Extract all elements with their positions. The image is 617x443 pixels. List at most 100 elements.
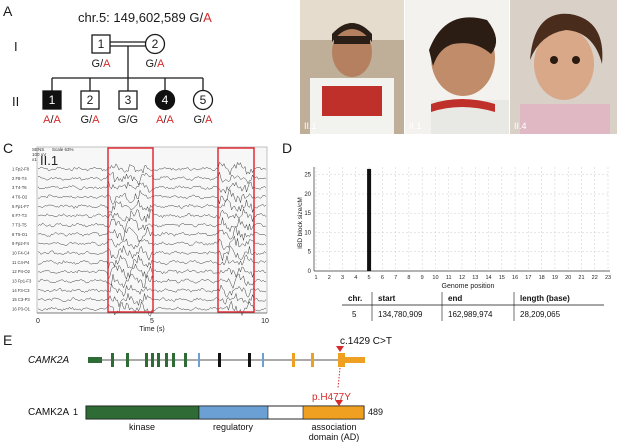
photo-label-3: II.4	[514, 121, 527, 131]
pedigree-I1-id: 1	[98, 37, 105, 51]
ibd-x-tick-label: 22	[592, 275, 598, 281]
pedigree-I2-id: 2	[152, 37, 159, 51]
exon-7	[172, 353, 175, 367]
eeg-channel-trace	[37, 217, 267, 233]
eeg-channel-trace	[37, 263, 267, 281]
ibd-xlabel: Genome position	[442, 283, 495, 290]
eeg-channel-trace	[37, 273, 267, 289]
ibd-table-cell-chr: 5	[352, 310, 357, 319]
ibd-x-tick-label: 11	[446, 275, 452, 281]
eeg-channel-label: 11 C4-P4	[12, 260, 30, 265]
ibd-x-tick-label: 2	[328, 275, 331, 281]
variant-ref: G	[189, 10, 200, 25]
ibd-x-tick-label: 12	[459, 275, 465, 281]
exon-4	[151, 353, 154, 367]
ibd-x-tick-label: 6	[381, 275, 384, 281]
eeg-xlabel: Time (s)	[139, 326, 164, 333]
eeg-channel-trace	[38, 283, 267, 298]
ibd-x-tick-label: 15	[499, 275, 505, 281]
ibd-x-tick-label: 1	[314, 275, 317, 281]
genotype-I2: G/A	[146, 58, 166, 70]
ibd-y-tick-label: 5	[308, 250, 312, 256]
eeg-channel-label: 15 C3-P3	[12, 297, 30, 302]
eeg-channel-label: 4 T6-O2	[12, 195, 28, 200]
photo-label-1: II.1	[304, 121, 317, 131]
domain-regulatory	[198, 405, 269, 420]
eeg-highlight-box-2	[217, 147, 255, 313]
eeg-channel-label: 16 P3-O1	[12, 307, 31, 312]
ibd-x-tick-label: 23	[605, 275, 611, 281]
genotype-II5: G/A	[194, 114, 214, 126]
patient-photo-3: II.4	[510, 0, 617, 134]
eeg-channel-trace	[37, 161, 267, 176]
ibd-x-tick-label: 21	[578, 275, 584, 281]
eeg-tick-10: 10	[261, 318, 269, 325]
protein-start-pos: 1	[73, 407, 78, 417]
gene-utr-5prime	[88, 357, 102, 363]
eeg-patient-label: II.1	[40, 153, 58, 168]
eeg-channel-label: 6 F7-T3	[12, 213, 27, 218]
exon-13	[292, 353, 295, 367]
ibd-x-tick-label: 7	[394, 275, 397, 281]
ibd-x-tick-label: 4	[354, 275, 357, 281]
variant-position: chr.5: 149,602,589	[78, 10, 186, 25]
pedigree-II5-circle	[192, 89, 214, 111]
ibd-bar-chr5	[367, 168, 372, 271]
ibd-x-tick-label: 14	[485, 275, 491, 281]
eeg-channel-trace	[37, 292, 267, 308]
domain-label-kinase: kinase	[129, 422, 155, 432]
eeg-channel-trace	[37, 171, 267, 186]
pedigree-chart: 1 2 1 2 3 4 5 G/A G/A A/A G/A G/G A/A G/…	[42, 33, 214, 126]
eeg-channel-label: 5 Fp1-F7	[12, 204, 30, 209]
pedigree-II4-circle	[154, 89, 176, 111]
protein-name: CAMK2A	[28, 407, 69, 418]
ibd-x-tick-label: 3	[341, 275, 344, 281]
ibd-x-tick-label: 5	[368, 275, 371, 281]
gene-utr-3prime	[345, 357, 365, 363]
eeg-channel-trace	[37, 254, 267, 269]
eeg-channel-label: 14 F3-C3	[12, 288, 30, 293]
exon-8	[184, 353, 187, 367]
gene-diagram: CAMK2A c.1429 C>T p.H477Y CAMK2A 1 489 k…	[28, 336, 392, 442]
eeg-channel-label: 12 P4-O2	[12, 269, 31, 274]
eeg-channel-trace	[37, 235, 267, 251]
ibd-x-tick-label: 19	[552, 275, 558, 281]
eeg-x1-label: x1	[32, 157, 37, 162]
exon-3	[145, 353, 148, 367]
cdna-change-label: c.1429 C>T	[340, 336, 392, 347]
ibd-x-tick-label: 10	[432, 275, 438, 281]
variant-alt: A	[203, 10, 212, 25]
eeg-channel-trace	[37, 244, 267, 261]
protein-mutation-marker	[335, 400, 343, 406]
pedigree-II2-id: 2	[87, 93, 94, 107]
gene-mutation-marker	[336, 346, 344, 352]
ibd-table-cell-end: 162,989,974	[448, 310, 493, 319]
ibd-table-header-chr: chr.	[348, 294, 362, 303]
genotype-II4: A/A	[156, 114, 174, 126]
ibd-y-tick-label: 25	[304, 173, 311, 179]
ibd-x-tick-label: 13	[472, 275, 478, 281]
protein-end-pos: 489	[368, 407, 383, 417]
generation-label-2: II	[12, 94, 20, 109]
ibd-y-tick-label: 15	[304, 211, 311, 217]
panel-letter-c: C	[3, 140, 14, 156]
ibd-y-tick-label: 20	[304, 192, 311, 198]
pedigree-II3-square	[118, 90, 138, 110]
photo-1-illustration	[300, 0, 404, 134]
eeg-tick-5: 5	[150, 318, 154, 325]
eeg-trace: SENS 100 uV x1 Scale 63% II.1 1 Fp2-F82 …	[12, 146, 269, 333]
eeg-channel-label: 7 T3-T5	[12, 223, 27, 228]
ibd-x-tick-label: 8	[407, 275, 410, 281]
exon-12	[262, 353, 264, 367]
exon-1	[111, 353, 114, 367]
ibd-x-tick-label: 16	[512, 275, 518, 281]
eeg-channel-label: 1 Fp2-F8	[12, 167, 30, 172]
pedigree-II2-square	[80, 90, 100, 110]
genotype-II3: G/G	[118, 114, 138, 126]
photo-2-illustration	[405, 0, 509, 134]
eeg-channel-trace	[37, 198, 267, 214]
panel-letter-d: D	[282, 140, 293, 156]
ibd-x-tick-label: 20	[565, 275, 571, 281]
eeg-channel-label: 2 F8-T4	[12, 176, 27, 181]
eeg-channel-trace	[37, 226, 267, 242]
